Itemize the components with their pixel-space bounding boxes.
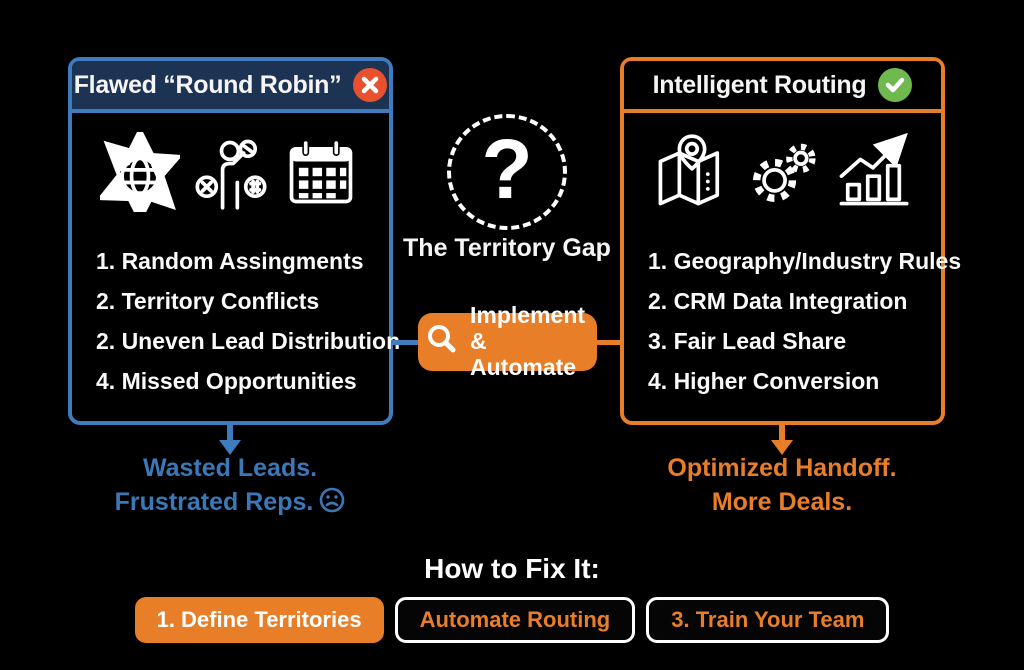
flawed-round-robin-panel: Flawed “Round Robin” bbox=[68, 57, 401, 425]
routing-item-1: 1. Geography/Industry Rules bbox=[648, 248, 962, 274]
flawed-icon-row bbox=[96, 129, 365, 215]
right-down-arrow bbox=[769, 424, 795, 461]
routing-icon-row bbox=[648, 129, 917, 215]
routing-item-2: 2. CRM Data Integration bbox=[648, 288, 908, 314]
implement-automate-label: Implement & Automate bbox=[470, 302, 591, 380]
implement-automate-button[interactable]: Implement & Automate bbox=[418, 302, 597, 380]
flawed-panel-body: 1. Random Assingments 2. Territory Confl… bbox=[72, 113, 401, 401]
growth-chart-icon bbox=[833, 132, 913, 212]
flawed-item-2: 2. Territory Conflicts bbox=[96, 288, 320, 314]
magnifier-icon bbox=[424, 323, 460, 362]
routing-panel-header: Intelligent Routing bbox=[624, 61, 941, 113]
flawed-panel-title: Flawed “Round Robin” bbox=[73, 70, 342, 99]
gears-icon bbox=[743, 132, 823, 212]
flawed-outcome-line1: Wasted Leads. bbox=[142, 454, 318, 482]
flawed-item-3: 2. Uneven Lead Distribution bbox=[96, 328, 401, 354]
flawed-outcome-line2: Frustrated Reps. bbox=[114, 487, 314, 516]
left-connector-line bbox=[391, 340, 418, 345]
routing-item-list: 1. Geography/Industry Rules 2. CRM Data … bbox=[648, 241, 962, 401]
map-pin-icon bbox=[652, 132, 732, 212]
routing-item-3: 3. Fair Lead Share bbox=[648, 328, 847, 354]
define-territories-button[interactable]: 1. Define Territories bbox=[134, 597, 384, 643]
action-line-2: & Automate bbox=[470, 328, 577, 380]
flawed-item-list: 1. Random Assingments 2. Territory Confl… bbox=[96, 241, 401, 401]
flawed-panel-header: Flawed “Round Robin” bbox=[72, 61, 389, 113]
intelligent-routing-panel: Intelligent Routing bbox=[620, 57, 962, 425]
routing-outcome-line1: Optimized Handoff. bbox=[667, 454, 897, 482]
routing-item-4: 4. Higher Conversion bbox=[648, 368, 880, 394]
flawed-item-4: 4. Missed Opportunities bbox=[96, 368, 357, 394]
globe-arrows-icon bbox=[100, 132, 180, 212]
action-line-1: Implement bbox=[470, 302, 586, 329]
lottery-person-icon bbox=[191, 132, 271, 212]
routing-panel-title: Intelligent Routing bbox=[652, 70, 867, 99]
routing-outcome-line2: More Deals. bbox=[711, 487, 853, 516]
calendar-icon bbox=[281, 132, 361, 212]
fix-steps-row: 1. Define Territories Automate Routing 3… bbox=[0, 597, 1024, 643]
left-down-arrow bbox=[217, 424, 243, 461]
how-to-fix-heading: How to Fix It: bbox=[424, 553, 600, 584]
territory-gap-circle: ? bbox=[447, 114, 567, 230]
check-circle-icon bbox=[878, 68, 913, 102]
x-circle-icon bbox=[353, 68, 388, 102]
territory-gap-label: The Territory Gap bbox=[403, 234, 611, 262]
sad-face-icon bbox=[319, 487, 345, 523]
flawed-outcome-text: Wasted Leads. Frustrated Reps. bbox=[70, 452, 390, 523]
automate-routing-button[interactable]: Automate Routing bbox=[394, 597, 636, 643]
train-your-team-button[interactable]: 3. Train Your Team bbox=[646, 597, 890, 643]
routing-outcome-text: Optimized Handoff. More Deals. bbox=[622, 452, 942, 520]
right-connector-line bbox=[597, 340, 621, 345]
routing-panel-body: 1. Geography/Industry Rules 2. CRM Data … bbox=[624, 113, 962, 401]
flawed-item-1: 1. Random Assingments bbox=[96, 248, 364, 274]
question-mark-icon: ? bbox=[481, 122, 533, 216]
